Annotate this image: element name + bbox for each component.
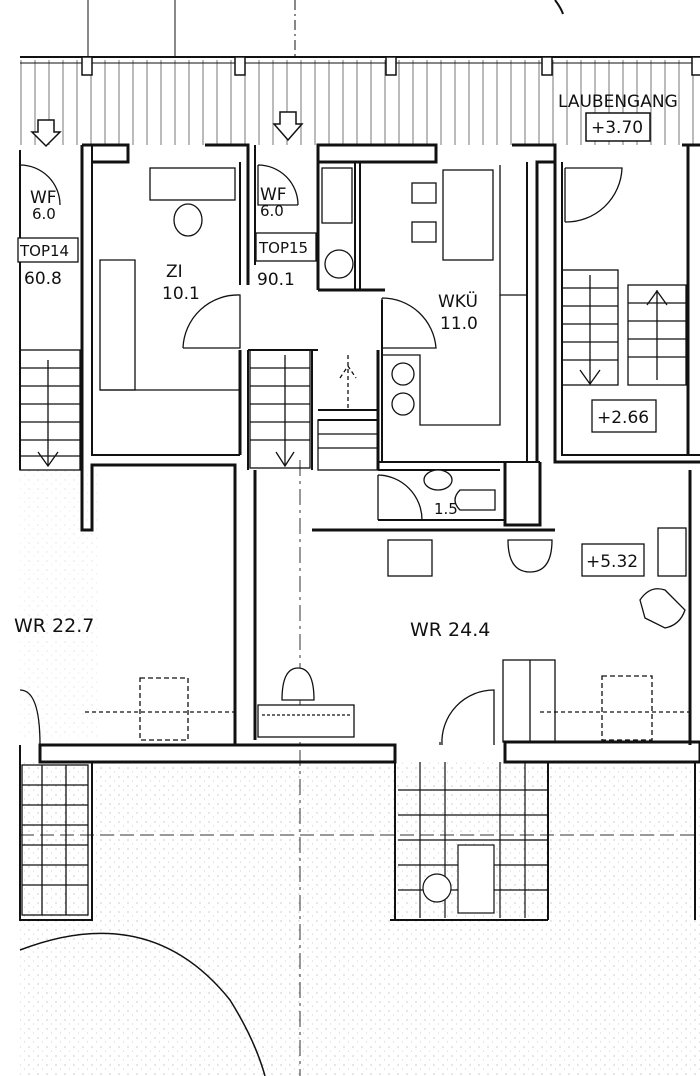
- wc-area: 1.5: [434, 500, 458, 518]
- level-stair-label: +2.66: [597, 408, 649, 428]
- corridor-label: LAUBENGANG: [558, 92, 678, 112]
- doors: [19, 164, 623, 746]
- wr-left-label: WR 22.7: [14, 615, 94, 637]
- wf-mid-area: 6.0: [260, 202, 284, 220]
- entrance-arrow-mid-icon: [272, 111, 304, 142]
- entrance-arrow-left-icon: [30, 119, 62, 148]
- wku-area: 11.0: [440, 314, 478, 334]
- top14-label: TOP14: [19, 242, 69, 260]
- terrace-tiles: [398, 762, 548, 918]
- corridor-area: [20, 0, 700, 145]
- top14-area: 60.8: [24, 269, 62, 289]
- wf-mid-label: WF: [260, 185, 287, 205]
- labels: LAUBENGANG +3.70 WF 6.0 TOP14 60.8 WF 6.…: [14, 92, 678, 641]
- garden-area: [19, 460, 700, 1076]
- top15-label: TOP15: [258, 239, 308, 257]
- level-corridor-label: +3.70: [591, 118, 643, 138]
- top15-area: 90.1: [257, 270, 295, 290]
- furniture: [19, 165, 690, 746]
- zi-label: ZI: [166, 262, 183, 282]
- level-living-label: +5.32: [586, 552, 638, 572]
- wku-label: WKÜ: [438, 290, 478, 312]
- wf-left-label: WF: [30, 188, 57, 208]
- zi-area: 10.1: [162, 284, 200, 304]
- wf-left-area: 6.0: [32, 205, 56, 223]
- stairs: [19, 269, 687, 916]
- wr-main-label: WR 24.4: [410, 619, 490, 641]
